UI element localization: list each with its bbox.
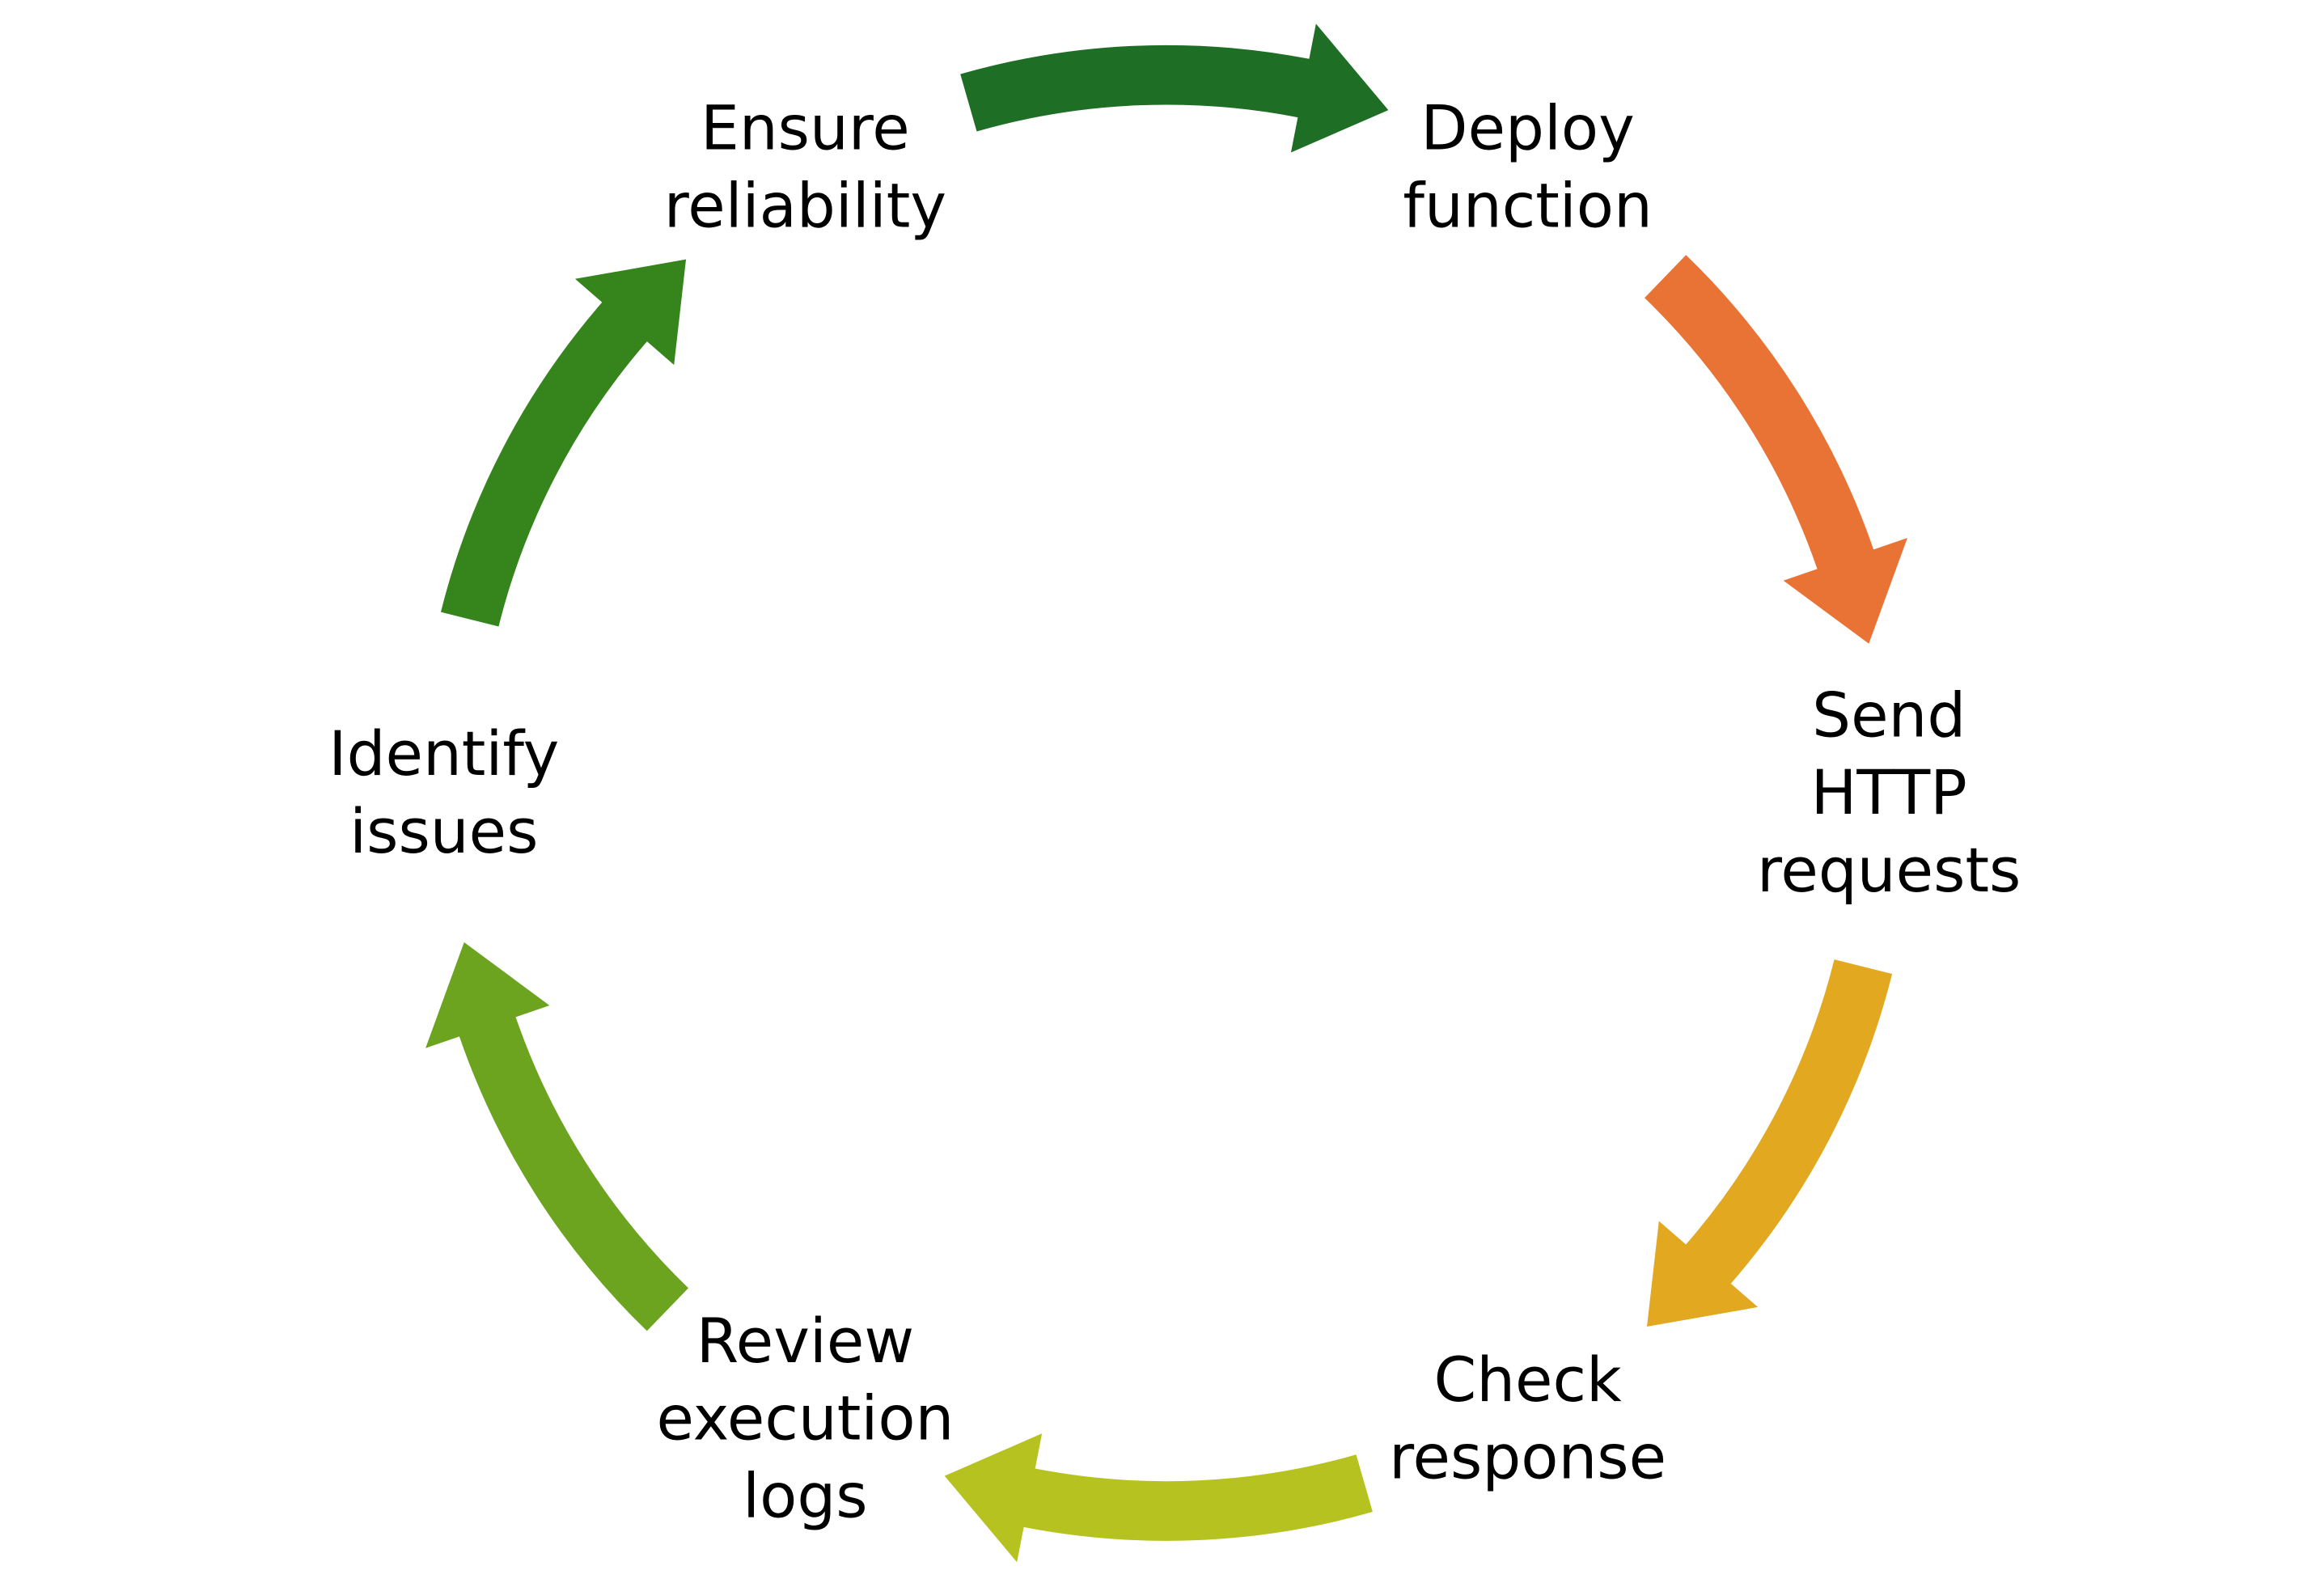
step-label-line: Review bbox=[696, 1306, 914, 1377]
cycle-arrow bbox=[1647, 959, 1893, 1327]
step-label-line: response bbox=[1389, 1422, 1666, 1493]
step-label-line: reliability bbox=[664, 170, 946, 241]
cycle-arrow bbox=[944, 1433, 1373, 1563]
step-label-line: HTTP bbox=[1811, 757, 1967, 828]
step-label-line: Ensure bbox=[701, 93, 910, 164]
cycle-arrow bbox=[960, 23, 1389, 153]
arrows bbox=[425, 23, 1907, 1563]
step-label-line: execution bbox=[656, 1383, 954, 1454]
cycle-arrow bbox=[425, 942, 688, 1331]
step-label-line: Deploy bbox=[1420, 93, 1634, 164]
step-label-line: function bbox=[1403, 170, 1652, 241]
step-label-line: requests bbox=[1757, 835, 2021, 906]
step-label-line: Identify bbox=[328, 718, 559, 789]
step-label-line: issues bbox=[349, 796, 538, 867]
step-label-line: Check bbox=[1433, 1344, 1622, 1416]
step-label-line: Send bbox=[1812, 679, 1966, 751]
cycle-arrow bbox=[440, 259, 687, 627]
cycle-arrow bbox=[1645, 255, 1907, 644]
labels: DeployfunctionSendHTTPrequestsCheckrespo… bbox=[328, 93, 2021, 1532]
step-label-line: logs bbox=[743, 1460, 867, 1531]
